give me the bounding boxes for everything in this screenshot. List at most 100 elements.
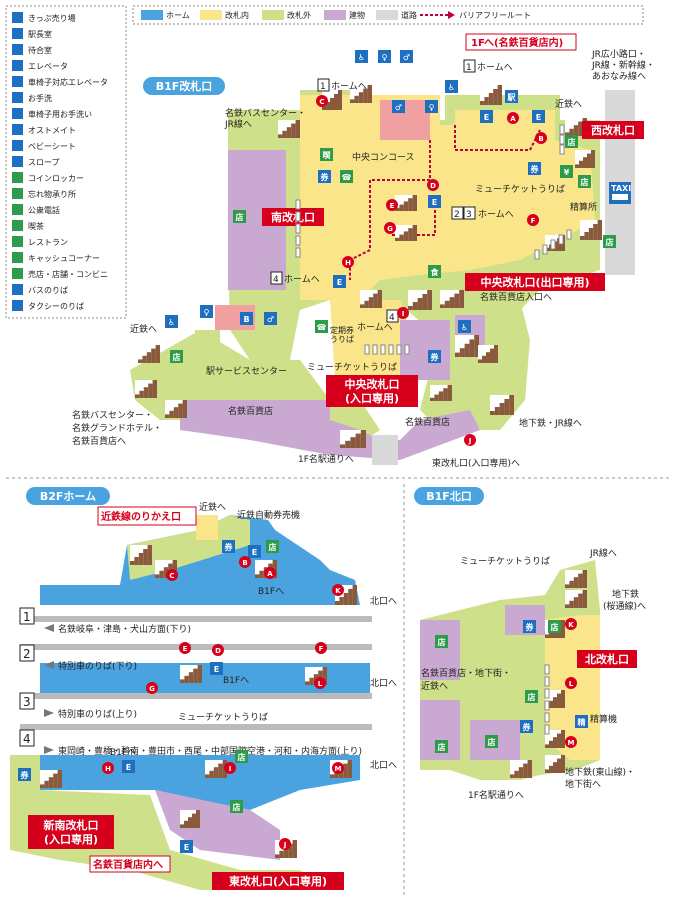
svg-text:E: E: [214, 665, 219, 674]
svg-text:店: 店: [238, 752, 246, 762]
teiki-label: 定期券: [330, 325, 354, 335]
bus-hotel-1: 名鉄バスセンター・: [72, 409, 153, 421]
b1f-map: B1F改札口 南改札口 西改札口 中央改札口(出口専用) 中央改札口 (入口専用…: [72, 33, 655, 469]
svg-text:券: 券: [522, 722, 532, 732]
kintetsu-left: 近鉄へ: [130, 323, 157, 335]
bus-center-jr-2: JR線へ: [224, 118, 252, 130]
north-seisan: 精算機: [590, 713, 617, 725]
teiki-label-2: うりば: [330, 335, 354, 344]
stairs-b1-3: [350, 85, 372, 103]
svg-text:L: L: [569, 680, 574, 688]
svg-text:店: 店: [528, 692, 536, 702]
west-ticket-gates: [559, 124, 565, 155]
kintetsu-transfer: 近鉄線のりかえ口: [101, 510, 181, 523]
b2f-north-exit-1: 北口へ: [370, 596, 397, 607]
stairs-b1-15: [135, 380, 157, 398]
n-shop-icon-2: 店: [435, 635, 448, 648]
phone-icon: ☎: [340, 170, 353, 183]
color-legend: ホーム 改札内 改札外 建物 道路 バリアフリールート: [132, 5, 644, 25]
central-gate-exit: 中央改札口(出口専用): [480, 275, 589, 289]
stairs-b1-17: [138, 345, 160, 363]
legend-home: ホーム: [166, 11, 190, 20]
svg-text:店: 店: [581, 177, 589, 187]
b1f-pin-E: E: [386, 199, 398, 211]
svg-text:喫: 喫: [323, 150, 331, 160]
b1f-pin-G: G: [384, 222, 396, 234]
legend-icon-1: [12, 28, 23, 39]
north-dept-2: 近鉄へ: [421, 680, 448, 692]
myu-ticket-label-2: ミューチケットうりば: [307, 362, 397, 373]
svg-text:♂: ♂: [267, 315, 274, 324]
legend-label-13: 喫茶: [28, 221, 44, 231]
shop-icon-5: 店: [170, 350, 183, 363]
wheelchair-icon-4: ♿: [165, 315, 178, 328]
b2f-pin-L: L: [314, 677, 326, 689]
home-1-left: ホームへ: [331, 81, 367, 92]
dept-inside-label: 名鉄百貨店内へ: [93, 858, 163, 871]
stairs-b1-7: [580, 220, 602, 240]
north-ticket-gates: [544, 664, 550, 735]
f1-meieki-label: 1F名駅通りへ: [298, 453, 354, 465]
svg-text:3: 3: [23, 695, 31, 709]
cash-icon: ¥: [560, 165, 573, 178]
legend-icon-15: [12, 252, 23, 263]
legend-label-9: スロープ: [28, 158, 60, 167]
n-stairs-1: [565, 570, 587, 588]
track-3: [20, 724, 372, 730]
svg-text:♀: ♀: [382, 53, 388, 62]
b2f-pin-C: C: [166, 569, 178, 581]
svg-text:券: 券: [224, 542, 234, 552]
to-1f-dept-label: へ(名鉄百貨店内): [484, 36, 563, 49]
b2-stairs-5: [180, 665, 202, 683]
baby-icon: B: [240, 312, 253, 325]
legend-icon-11: [12, 188, 23, 199]
legend-inside: 改札内: [225, 10, 249, 20]
n-stairs-6: [545, 755, 565, 773]
b2f-pin-K: K: [332, 584, 344, 596]
svg-text:J: J: [468, 437, 472, 445]
platform-2-dest: 特別車のりば(下り): [58, 660, 137, 672]
stairs-b1-16: [165, 400, 187, 418]
stairs-b1-9: [360, 290, 382, 308]
platform-1b-box: 1: [466, 63, 472, 73]
legend-building: 建物: [349, 10, 365, 20]
b1f-pin-C: C: [316, 95, 328, 107]
cafe-icon: 喫: [320, 148, 333, 161]
svg-text:店: 店: [551, 622, 559, 632]
b2f-pin-G: G: [146, 682, 158, 694]
stairs-b1-10: [408, 290, 432, 310]
north-subway-higashi-1: 地下鉄(東山線)・: [565, 766, 635, 778]
wheelchair-icon: ♿: [355, 50, 368, 63]
stairs-b1-4: [480, 85, 502, 105]
myu-ticket-label: ミューチケットうりば: [475, 184, 565, 195]
stairs-b1-12: [455, 335, 479, 357]
svg-text:店: 店: [438, 637, 446, 647]
b1f-pin-D: D: [427, 179, 439, 191]
b2f-east-gate: 東改札口(入口専用): [229, 874, 327, 888]
platform-3-dest: 特別車のりば(上り): [58, 708, 137, 720]
stairs-b1-2: [322, 90, 342, 110]
b2-elevator-icon-2: E: [210, 662, 223, 675]
svg-text:B: B: [242, 559, 247, 567]
legend-icon-14: [12, 236, 23, 247]
svg-text:C: C: [319, 98, 324, 106]
svg-text:H: H: [105, 765, 111, 773]
track-2: [20, 693, 372, 699]
platform-3-box: 3: [466, 210, 472, 220]
stairs-b1-6: [575, 150, 595, 168]
bus-hotel-3: 名鉄百貨店へ: [72, 435, 126, 447]
jr-hirokoji-3: あおなみ線へ: [592, 70, 646, 82]
toilet-male-icon-3: ♂: [264, 312, 277, 325]
kintetsu-top: 近鉄へ: [555, 98, 582, 110]
svg-text:E: E: [183, 645, 188, 653]
b2f-pin-F: F: [315, 642, 327, 654]
svg-text:D: D: [215, 647, 221, 655]
ticket-icon: 券: [318, 170, 331, 183]
toilet-icon: ♀: [200, 305, 213, 318]
b1f-pin-F: F: [527, 214, 539, 226]
b2f-section-title: B2Fホーム: [40, 490, 96, 503]
b2f-pin-H: H: [102, 762, 114, 774]
b2-elevator-icon: E: [248, 545, 261, 558]
b2-stairs-7: [40, 770, 62, 788]
svg-text:M: M: [335, 765, 342, 773]
